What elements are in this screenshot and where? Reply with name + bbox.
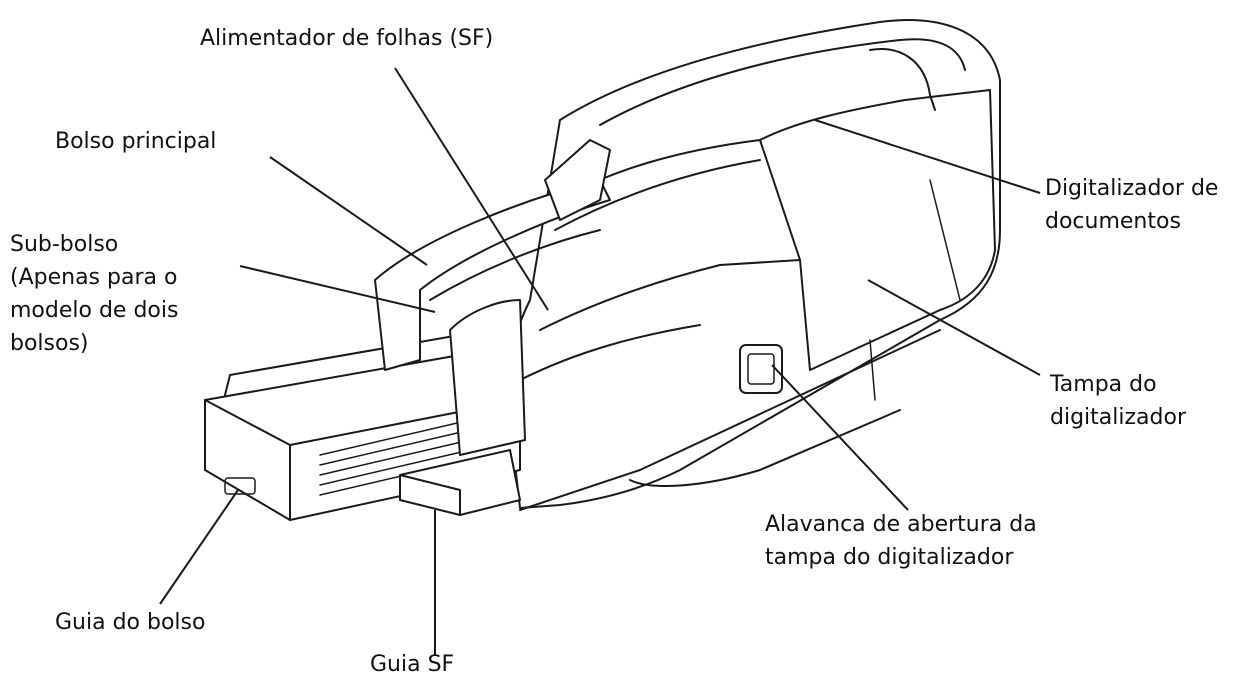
pocket-walls <box>374 139 611 456</box>
label-sub-pocket: Sub-bolso (Apenas para o modelo de dois … <box>10 232 179 356</box>
leader-main-pocket <box>269 156 428 266</box>
sf-guide-part <box>399 449 521 516</box>
leader-pocket-guide <box>159 489 239 605</box>
label-sheet-feeder: Alimentador de folhas (SF) <box>200 26 494 51</box>
label-document-scanner: Digitalizador de documentos <box>1045 176 1219 234</box>
leader-cover-lever <box>771 364 909 511</box>
leader-document-scanner <box>814 119 1041 194</box>
label-cover-lever: Alavanca de abertura da tampa do digital… <box>765 512 1037 570</box>
leader-sheet-feeder <box>394 67 549 311</box>
device-body <box>507 19 1001 511</box>
label-pocket-guide: Guia do bolso <box>55 610 206 635</box>
leader-lines <box>159 67 1041 655</box>
label-sf-guide: Guia SF <box>370 652 455 677</box>
leader-sub-pocket <box>239 265 436 313</box>
leader-scanner-cover <box>867 279 1041 376</box>
label-scanner-cover: Tampa do digitalizador <box>1050 372 1186 430</box>
label-main-pocket: Bolso principal <box>55 129 217 154</box>
